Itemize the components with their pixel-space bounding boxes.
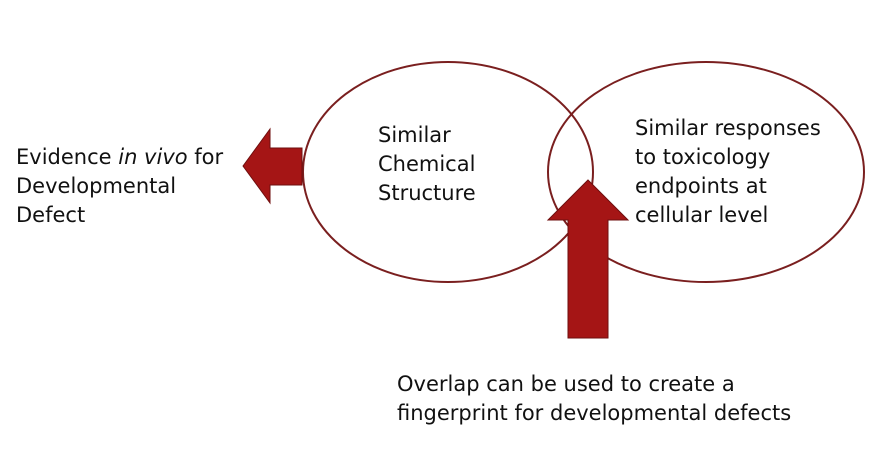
left-arrow: [242, 127, 303, 205]
chemical-structure-line-2: Chemical: [378, 152, 476, 176]
chemical-structure-line-3: Structure: [378, 181, 476, 205]
toxicology-response-line-2: to toxicology: [635, 145, 771, 169]
toxicology-response-circle: [547, 61, 865, 283]
overlap-note-line-1: Overlap can be used to create a: [397, 372, 735, 396]
in-vivo-evidence-line-1: Evidence in vivo for: [16, 145, 224, 169]
chemical-structure-label: Similar Chemical Structure: [378, 121, 476, 208]
in-vivo-italic-text: in vivo: [118, 145, 188, 169]
toxicology-response-label: Similar responses to toxicology endpoint…: [635, 114, 821, 230]
toxicology-response-line-3: endpoints at: [635, 174, 767, 198]
chemical-structure-circle: [302, 61, 594, 283]
in-vivo-evidence-line-3: Defect: [16, 203, 86, 227]
toxicology-response-line-4: cellular level: [635, 203, 769, 227]
in-vivo-evidence-label: Evidence in vivo for Developmental Defec…: [16, 143, 223, 230]
overlap-note-line-2: fingerprint for developmental defects: [397, 401, 792, 425]
up-arrow: [546, 179, 630, 339]
overlap-fingerprint-note: Overlap can be used to create a fingerpr…: [397, 370, 791, 428]
toxicology-response-line-1: Similar responses: [635, 116, 821, 140]
chemical-structure-line-1: Similar: [378, 123, 451, 147]
in-vivo-evidence-line-2: Developmental: [16, 174, 177, 198]
